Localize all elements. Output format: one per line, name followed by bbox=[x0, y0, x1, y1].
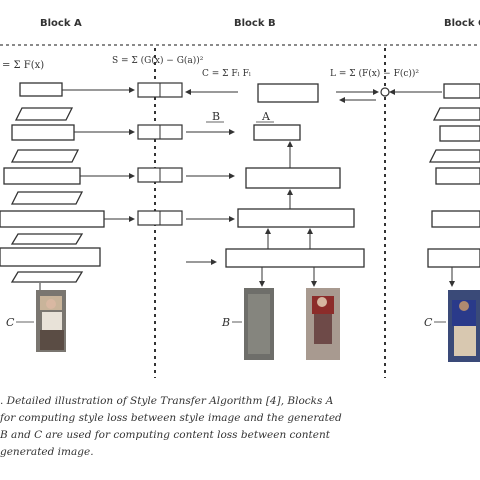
block-c-layers bbox=[427, 83, 480, 268]
layer-c-4 bbox=[431, 210, 480, 228]
feature-a-3 bbox=[10, 191, 84, 205]
feature-a-5 bbox=[10, 271, 84, 283]
layer-a-3 bbox=[3, 167, 81, 185]
layer-a-5 bbox=[0, 247, 101, 267]
block-a-layers bbox=[0, 82, 105, 283]
figure-caption: . Detailed illustration of Style Transfe… bbox=[0, 393, 480, 461]
equation-mid-left: S = Σ (G(x) − G(a))² bbox=[112, 55, 204, 66]
block-b-layers bbox=[225, 83, 365, 268]
layer-c-5 bbox=[427, 248, 480, 268]
block-c-header: Block C bbox=[444, 18, 480, 29]
generated-image-middle-b bbox=[306, 288, 340, 360]
layer-c-1 bbox=[443, 83, 480, 99]
layer-a-2 bbox=[11, 124, 75, 141]
feature-a-2 bbox=[10, 149, 80, 163]
generated-image-middle-a bbox=[244, 288, 274, 360]
layer-b-4 bbox=[237, 208, 355, 228]
block-b-arrows bbox=[259, 89, 379, 287]
layer-c-3 bbox=[435, 167, 480, 185]
layer-a-1 bbox=[19, 82, 63, 97]
feature-c-2 bbox=[428, 149, 480, 163]
image-label-middle: B bbox=[221, 316, 230, 329]
block-b-header: Block B bbox=[234, 18, 276, 29]
equation-mid-center: C = Σ Fₗ Fₗ bbox=[202, 69, 251, 79]
gram-boxes-left bbox=[137, 82, 183, 226]
image-label-left: C bbox=[6, 316, 15, 329]
layer-a-4 bbox=[0, 210, 105, 228]
caption-line-4: generated image. bbox=[0, 446, 94, 458]
feature-a-1 bbox=[14, 107, 74, 121]
symbol-a: A bbox=[261, 110, 271, 123]
layer-c-2 bbox=[439, 125, 480, 142]
feature-a-4 bbox=[10, 233, 84, 245]
layer-b-3 bbox=[245, 167, 341, 189]
content-image-left bbox=[36, 290, 66, 352]
style-image-right bbox=[448, 290, 480, 362]
layer-b-5 bbox=[225, 248, 365, 268]
block-a-header: Block A bbox=[40, 18, 82, 29]
caption-line-1: . Detailed illustration of Style Transfe… bbox=[0, 395, 334, 407]
layer-b-2 bbox=[253, 124, 301, 141]
loss-node bbox=[380, 87, 390, 97]
caption-line-3: B and C are used for computing content l… bbox=[0, 429, 330, 441]
layer-b-1 bbox=[257, 83, 319, 103]
symbol-b: B bbox=[212, 110, 220, 123]
image-label-right: C bbox=[424, 316, 433, 329]
block-a-arrows bbox=[39, 87, 135, 290]
block-c-arrows bbox=[389, 89, 455, 287]
equation-right: L = Σ (F(x) − F(c))² bbox=[330, 68, 419, 79]
gram-to-b-arrows bbox=[185, 89, 238, 265]
caption-line-2: for computing style loss between style i… bbox=[0, 412, 342, 424]
equation-left: = Σ F(x) bbox=[2, 60, 44, 71]
feature-c-1 bbox=[432, 107, 480, 121]
